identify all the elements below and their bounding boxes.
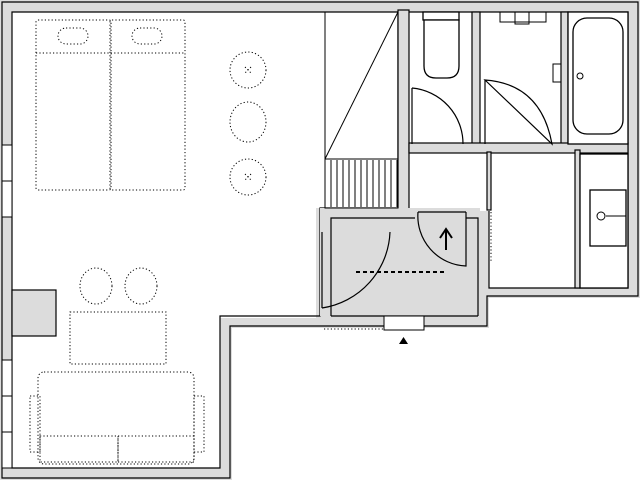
faucet-icon [499, 11, 562, 83]
entrance-wall-line [330, 217, 415, 316]
door-swing-icon [483, 79, 553, 146]
core-partitions [408, 11, 629, 289]
cushion-icon [117, 435, 195, 463]
entrance-sill [383, 315, 425, 331]
left-window [1, 144, 13, 469]
pillow-icon [57, 27, 89, 45]
entry-arrow-icon [439, 227, 453, 250]
bathtub-icon [567, 11, 629, 145]
door-swing-icon [411, 87, 464, 145]
sofa-icon [29, 371, 205, 465]
chair-icon [79, 267, 113, 305]
round-stool-icon [229, 101, 267, 143]
chair-icon [124, 267, 158, 305]
cushion-icon [39, 435, 119, 463]
twin-bed-icon [35, 19, 186, 191]
north-entrance-triangle-icon [399, 337, 408, 344]
round-stool-icon [229, 51, 267, 89]
round-stool-icon [229, 158, 267, 196]
partition-wall-core [397, 9, 410, 211]
dining-table-icon [69, 311, 167, 365]
pillow-icon [131, 27, 163, 45]
door-swing-icon [321, 231, 391, 309]
door-swing-icon [417, 211, 467, 267]
toilet-icon [422, 11, 460, 79]
column [11, 289, 57, 337]
washbasin-icon [579, 153, 629, 289]
entrance-wall-line2 [466, 217, 479, 316]
stairs-icon [324, 11, 399, 209]
